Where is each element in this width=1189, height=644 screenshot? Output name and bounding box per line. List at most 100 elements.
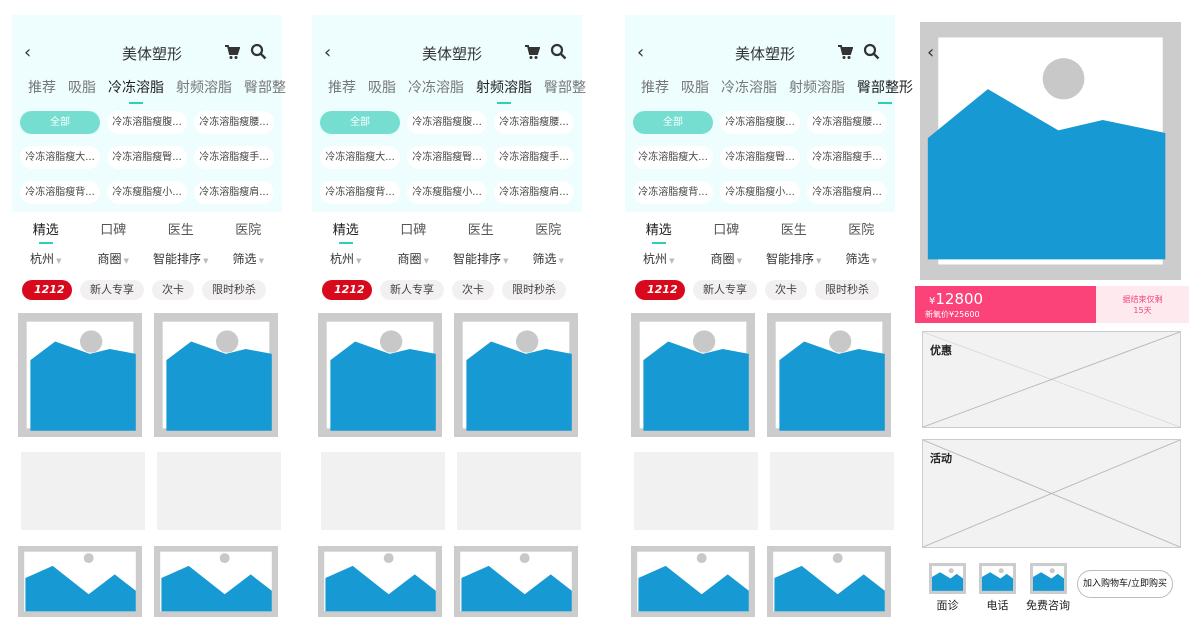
promo-tag[interactable]: 次卡 bbox=[452, 280, 494, 300]
category-tab[interactable]: 推荐 bbox=[28, 80, 56, 96]
category-tab[interactable]: 吸脂 bbox=[368, 80, 396, 96]
promo-tag[interactable]: 限时秒杀 bbox=[502, 280, 566, 300]
content-tab[interactable]: 口碑 bbox=[100, 223, 127, 238]
free-consult-button[interactable]: 免费咨询 bbox=[1023, 563, 1073, 613]
promo-tag[interactable]: 新人专享 bbox=[693, 280, 757, 300]
subcategory-chip[interactable]: 冷冻溶脂瘦肩... bbox=[494, 181, 574, 204]
subcategory-chip[interactable]: 冷冻溶脂瘦大... bbox=[633, 146, 713, 169]
cart-icon[interactable] bbox=[837, 44, 853, 60]
content-tab[interactable]: 医生 bbox=[167, 223, 194, 238]
filter-dropdown[interactable]: 商圈▼ bbox=[80, 250, 148, 267]
product-card-image[interactable] bbox=[454, 313, 578, 437]
product-card-info[interactable] bbox=[634, 452, 758, 530]
product-card-image[interactable] bbox=[767, 313, 891, 437]
product-card-info[interactable] bbox=[770, 452, 894, 530]
promo-tag[interactable]: 限时秒杀 bbox=[202, 280, 266, 300]
add-to-cart-button[interactable]: 加入购物车/立即购买 bbox=[1077, 570, 1173, 598]
subcategory-chip[interactable]: 冷冻溶脂瘦臀... bbox=[107, 146, 187, 169]
product-card-image[interactable] bbox=[318, 546, 442, 617]
content-tab[interactable]: 医生 bbox=[467, 223, 494, 238]
subcategory-chip[interactable]: 冷冻瘦脂瘦小... bbox=[407, 181, 487, 204]
filter-dropdown[interactable]: 筛选▼ bbox=[828, 250, 896, 267]
promo-tag[interactable]: 新人专享 bbox=[380, 280, 444, 300]
category-tab[interactable]: 吸脂 bbox=[68, 80, 96, 96]
product-card-image[interactable] bbox=[454, 546, 578, 617]
subcategory-chip[interactable]: 全部 bbox=[633, 111, 713, 134]
subcategory-chip[interactable]: 冷冻溶脂瘦腰... bbox=[494, 111, 574, 134]
product-card-image[interactable] bbox=[18, 313, 142, 437]
phone-button[interactable]: 电话 bbox=[979, 563, 1016, 613]
promo-tag[interactable]: 1212 bbox=[322, 280, 372, 300]
subcategory-chip[interactable]: 冷冻溶脂瘦背... bbox=[20, 181, 100, 204]
content-tab[interactable]: 口碑 bbox=[713, 223, 740, 238]
content-tab[interactable]: 医院 bbox=[535, 223, 562, 238]
subcategory-chip[interactable]: 全部 bbox=[320, 111, 400, 134]
product-card-image[interactable] bbox=[154, 313, 278, 437]
category-tab[interactable]: 射频溶脂 bbox=[789, 80, 845, 96]
content-tab[interactable]: 精选 bbox=[12, 219, 80, 244]
subcategory-chip[interactable]: 冷冻溶脂瘦腹... bbox=[720, 111, 800, 134]
back-icon[interactable]: ‹ bbox=[324, 42, 332, 63]
content-tab[interactable]: 医生 bbox=[780, 223, 807, 238]
promo-tag[interactable]: 1212 bbox=[635, 280, 685, 300]
filter-dropdown[interactable]: 智能排序▼ bbox=[447, 250, 515, 267]
category-tab[interactable]: 冷冻溶脂 bbox=[408, 80, 464, 96]
subcategory-chip[interactable]: 冷冻瘦脂瘦小... bbox=[720, 181, 800, 204]
category-tab[interactable]: 臀部整 bbox=[244, 80, 286, 96]
category-tab[interactable]: 射频溶脂 bbox=[476, 77, 532, 104]
product-card-image[interactable] bbox=[631, 313, 755, 437]
filter-dropdown[interactable]: 商圈▼ bbox=[693, 250, 761, 267]
product-card-info[interactable] bbox=[21, 452, 145, 530]
subcategory-chip[interactable]: 冷冻溶脂瘦手... bbox=[194, 146, 274, 169]
subcategory-chip[interactable]: 冷冻溶脂瘦肩... bbox=[807, 181, 887, 204]
category-tab[interactable]: 吸脂 bbox=[681, 80, 709, 96]
filter-dropdown[interactable]: 杭州▼ bbox=[12, 250, 80, 267]
category-tab[interactable]: 射频溶脂 bbox=[176, 80, 232, 96]
subcategory-chip[interactable]: 冷冻溶脂瘦腹... bbox=[407, 111, 487, 134]
promo-tag[interactable]: 1212 bbox=[22, 280, 72, 300]
back-icon[interactable]: ‹ bbox=[24, 42, 32, 63]
subcategory-chip[interactable]: 冷冻溶脂瘦腰... bbox=[194, 111, 274, 134]
promo-tag[interactable]: 限时秒杀 bbox=[815, 280, 879, 300]
category-tab[interactable]: 推荐 bbox=[641, 80, 669, 96]
subcategory-chip[interactable]: 冷冻溶脂瘦腹... bbox=[107, 111, 187, 134]
search-icon[interactable] bbox=[550, 43, 567, 60]
search-icon[interactable] bbox=[863, 43, 880, 60]
subcategory-chip[interactable]: 冷冻溶脂瘦手... bbox=[807, 146, 887, 169]
product-card-info[interactable] bbox=[321, 452, 445, 530]
subcategory-chip[interactable]: 冷冻溶脂瘦肩... bbox=[194, 181, 274, 204]
subcategory-chip[interactable]: 冷冻溶脂瘦背... bbox=[320, 181, 400, 204]
content-tab[interactable]: 口碑 bbox=[400, 223, 427, 238]
product-card-image[interactable] bbox=[318, 313, 442, 437]
subcategory-chip[interactable]: 冷冻溶脂瘦背... bbox=[633, 181, 713, 204]
category-tab[interactable]: 推荐 bbox=[328, 80, 356, 96]
category-tab[interactable]: 臀部整形 bbox=[857, 77, 913, 104]
product-card-image[interactable] bbox=[18, 546, 142, 617]
content-tab[interactable]: 医院 bbox=[848, 223, 875, 238]
content-tab[interactable]: 精选 bbox=[625, 219, 693, 244]
subcategory-chip[interactable]: 冷冻溶脂瘦腰... bbox=[807, 111, 887, 134]
promo-tag[interactable]: 次卡 bbox=[152, 280, 194, 300]
subcategory-chip[interactable]: 冷冻瘦脂瘦小... bbox=[107, 181, 187, 204]
product-card-image[interactable] bbox=[767, 546, 891, 617]
filter-dropdown[interactable]: 商圈▼ bbox=[380, 250, 448, 267]
subcategory-chip[interactable]: 冷冻溶脂瘦臀... bbox=[407, 146, 487, 169]
filter-dropdown[interactable]: 筛选▼ bbox=[515, 250, 583, 267]
cart-icon[interactable] bbox=[224, 44, 240, 60]
subcategory-chip[interactable]: 冷冻溶脂瘦大... bbox=[320, 146, 400, 169]
product-card-info[interactable] bbox=[157, 452, 281, 530]
filter-dropdown[interactable]: 智能排序▼ bbox=[147, 250, 215, 267]
search-icon[interactable] bbox=[250, 43, 267, 60]
cart-icon[interactable] bbox=[524, 44, 540, 60]
consult-face-button[interactable]: 面诊 bbox=[929, 563, 966, 613]
subcategory-chip[interactable]: 冷冻溶脂瘦手... bbox=[494, 146, 574, 169]
promo-tag[interactable]: 新人专享 bbox=[80, 280, 144, 300]
content-tab[interactable]: 医院 bbox=[235, 223, 262, 238]
product-card-image[interactable] bbox=[154, 546, 278, 617]
filter-dropdown[interactable]: 杭州▼ bbox=[312, 250, 380, 267]
filter-dropdown[interactable]: 筛选▼ bbox=[215, 250, 283, 267]
subcategory-chip[interactable]: 全部 bbox=[20, 111, 100, 134]
category-tab[interactable]: 冷冻溶脂 bbox=[721, 80, 777, 96]
content-tab[interactable]: 精选 bbox=[312, 219, 380, 244]
subcategory-chip[interactable]: 冷冻溶脂瘦臀... bbox=[720, 146, 800, 169]
